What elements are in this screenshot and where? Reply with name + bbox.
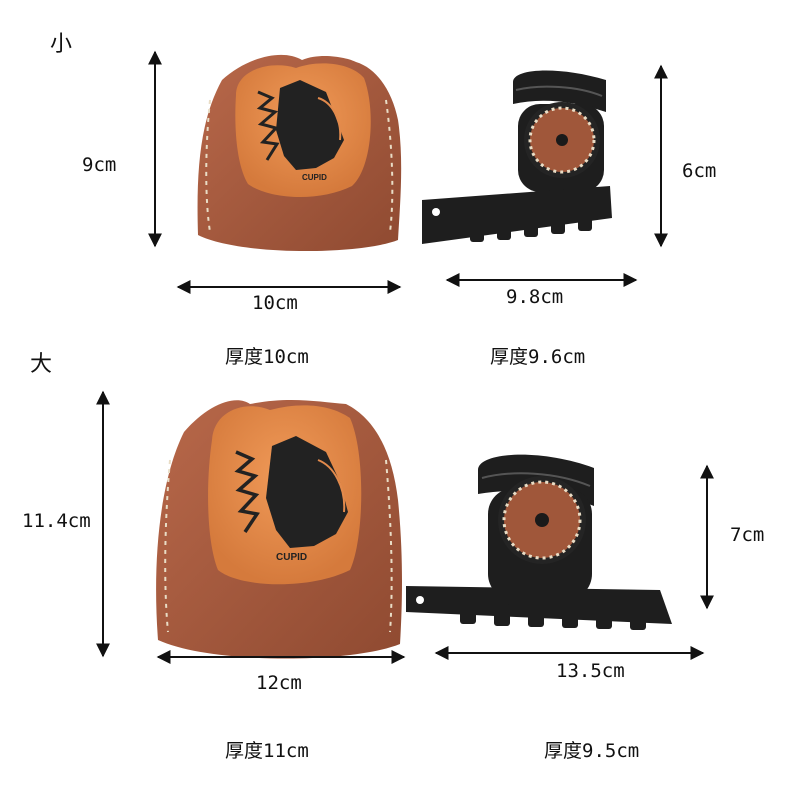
large-leather-bag: CUPID xyxy=(156,399,402,659)
small-section-label: 小 xyxy=(50,32,73,57)
small-bag-thickness-label: 厚度10cm xyxy=(225,346,309,368)
small-bag-portrait-emblem xyxy=(256,80,344,170)
small-leather-bag: CUPID xyxy=(197,54,402,252)
small-holder-thickness-label: 厚度9.6cm xyxy=(490,346,586,368)
large-holder-height-label: 7cm xyxy=(730,524,765,546)
small-holder-width-label: 9.8cm xyxy=(506,286,564,308)
large-bag-thickness-label: 厚度11cm xyxy=(225,740,309,762)
large-holder-thickness-label: 厚度9.5cm xyxy=(544,740,640,762)
small-bag-height-label: 9cm xyxy=(82,154,117,176)
small-holder-screw xyxy=(556,134,568,146)
small-holder-clip xyxy=(422,70,612,244)
large-bag-width-label: 12cm xyxy=(256,672,302,694)
large-holder-width-label: 13.5cm xyxy=(556,660,625,682)
small-bag-width-label: 10cm xyxy=(252,292,298,314)
small-holder-height-label: 6cm xyxy=(682,160,717,182)
small-bag-logo-text: CUPID xyxy=(302,173,327,182)
large-bag-portrait-emblem xyxy=(234,436,348,548)
large-bag-logo-text: CUPID xyxy=(276,552,307,563)
large-section-label: 大 xyxy=(30,352,53,377)
large-holder-clip xyxy=(406,454,672,630)
large-holder-screw xyxy=(535,513,549,527)
large-bag-height-label: 11.4cm xyxy=(22,510,91,532)
